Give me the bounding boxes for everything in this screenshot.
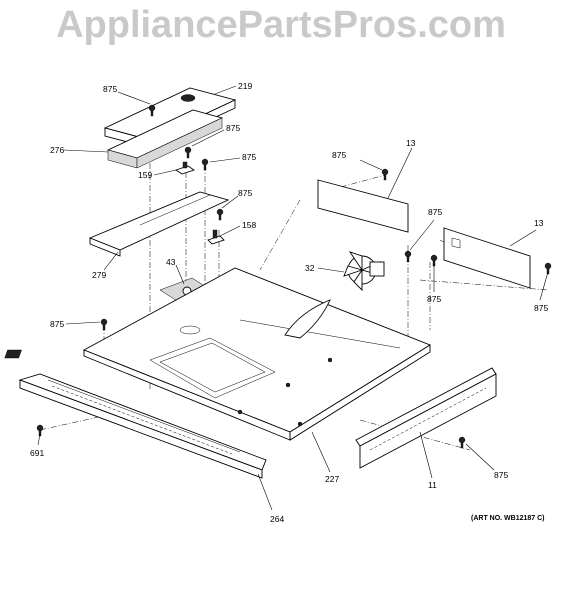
- part-279-shield: [88, 191, 230, 257]
- callout-labels: 875 219 875 276 875 159 875 158 279 43 8…: [30, 81, 548, 524]
- callout-13: 13: [534, 218, 544, 228]
- part-13-panel-right: [443, 227, 531, 289]
- callout-219: 219: [238, 81, 252, 91]
- part-11-rear-rail: [355, 367, 497, 469]
- callout-43: 43: [166, 257, 176, 267]
- leader-lines: [37, 85, 549, 511]
- part-158-sensor: [207, 229, 225, 245]
- screw-icon: [36, 424, 44, 437]
- part-227-oven-bottom: [4, 267, 431, 441]
- callout-875: 875: [428, 207, 442, 217]
- callout-279: 279: [92, 270, 106, 280]
- screws: [36, 104, 552, 449]
- screw-icon: [544, 262, 552, 275]
- callout-227: 227: [325, 474, 339, 484]
- callout-691: 691: [30, 448, 44, 458]
- callout-32: 32: [305, 263, 315, 273]
- screw-icon: [100, 318, 108, 331]
- art-number: (ART NO. WB12187 C): [471, 515, 545, 522]
- screw-icon: [404, 250, 412, 263]
- screw-icon: [148, 104, 156, 117]
- screw-icon: [201, 158, 209, 171]
- part-159-sensor: [174, 161, 196, 175]
- callout-13: 13: [406, 138, 416, 148]
- callout-875: 875: [242, 152, 256, 162]
- callout-875: 875: [534, 303, 548, 313]
- callout-875: 875: [238, 188, 252, 198]
- part-264-front-trim: [18, 373, 267, 479]
- callout-158: 158: [242, 220, 256, 230]
- part-276-insulation: [106, 109, 224, 169]
- watermark-logo: AppliancePartsPros.com: [56, 4, 506, 46]
- callout-875: 875: [427, 294, 441, 304]
- callout-875: 875: [332, 150, 346, 160]
- callout-875: 875: [50, 319, 64, 329]
- screw-icon: [184, 146, 192, 159]
- callout-276: 276: [50, 145, 64, 155]
- callout-11: 11: [428, 480, 437, 490]
- callout-875: 875: [226, 123, 240, 133]
- callout-159: 159: [138, 170, 152, 180]
- screw-icon: [381, 168, 389, 181]
- callout-264: 264: [270, 514, 284, 524]
- callout-875: 875: [103, 84, 117, 94]
- callout-875: 875: [494, 470, 508, 480]
- part-13-panel-left: [317, 179, 409, 233]
- part-32-fan: [343, 251, 385, 292]
- screw-icon: [458, 436, 466, 449]
- screw-icon: [216, 208, 224, 221]
